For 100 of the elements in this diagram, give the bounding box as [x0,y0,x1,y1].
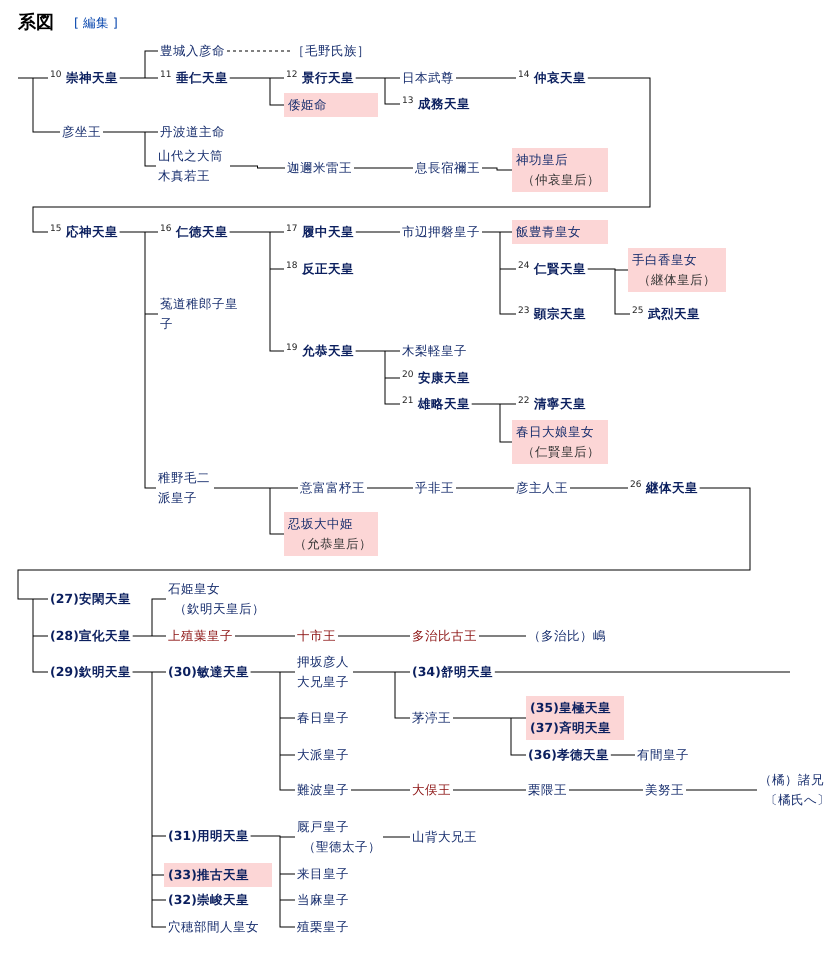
lineage-line [482,168,512,170]
person-name: 十市王 [295,626,338,646]
person-name: (37)斉明天皇 [530,719,612,737]
note-text: （欽明天皇后） [173,600,265,618]
person-name: $^{26}$ 継体天皇 [628,478,700,498]
person-name: $^{24}$ 仁賢天皇 [516,258,588,280]
person-name: 押坂彦人大兄皇子 [295,652,353,692]
person-name: $^{18}$ 反正天皇 [284,258,356,280]
highlight-box [512,420,608,464]
person-name: 木梨軽皇子 [400,341,469,361]
person-name: 春日皇子 [295,708,351,728]
note-text: 〔橘氏へ〕 [764,791,830,809]
person-name: 厩戸皇子 [297,818,350,836]
person-name: 来目皇子 [295,864,351,884]
diagram-title: 系図 [18,11,54,34]
lineage-line [250,836,296,928]
person-name: 茅渟王 [410,708,453,728]
highlight-box [284,512,378,556]
person-name: $^{21}$ 雄略天皇 [400,394,472,414]
person-name: 市辺押磐皇子 [400,222,482,242]
highlight-box [512,220,608,244]
person-name: 意富富杼王 [298,478,367,498]
person-name: 迦邇米雷王 [285,158,354,178]
person-name: 菟道稚郎子皇子 [158,294,246,334]
person-name: 彦主人王 [514,478,570,498]
person-name: $^{17}$ 履中天皇 [284,222,356,242]
person-name: 上殖葉皇子 [166,626,235,646]
lineage-line [229,78,284,106]
person-name: （橘）諸兄 [759,771,825,789]
person-name: 穴穂部間人皇女 [166,917,261,937]
note-text: （仲哀皇后） [521,171,601,189]
lineage-line [610,754,636,756]
person-name: 乎非王 [413,478,456,498]
highlight-box [512,148,608,192]
person-name: 忍坂大中姫 [288,515,354,533]
person-name: $^{25}$ 武烈天皇 [630,304,702,324]
person-name: $^{14}$ 仲哀天皇 [516,68,588,88]
lineage-line [119,232,156,488]
lineage-line [229,232,284,352]
note-text: （允恭皇后） [293,535,373,553]
person-name: 神功皇后 [516,151,569,169]
lineage-line [471,404,512,442]
lineage-line [587,268,630,314]
highlight-box [628,248,726,292]
person-name: $^{12}$ 景行天皇 [284,68,356,88]
person-name: （多治比）嶋 [526,626,608,646]
lineage-line [452,718,526,756]
person-name: 倭姫命 [288,96,328,114]
person-name: (36)孝徳天皇 [526,745,611,765]
person-name: (35)皇極天皇 [530,699,612,717]
lineage-line [250,672,296,790]
person-name: $^{16}$ 仁徳天皇 [158,222,230,242]
highlight-box [284,93,378,117]
person-name: 丹波道主命 [158,122,227,142]
lineage-line [230,166,286,168]
lineage-line [382,836,410,838]
person-name: (28)宣化天皇 [48,626,133,646]
person-name: 春日大娘皇女 [516,423,595,441]
person-name: 日本武尊 [400,68,456,88]
person-name: 殖栗皇子 [295,917,351,937]
person-name: (34)舒明天皇 [410,662,495,682]
person-name: 美努王 [643,780,686,800]
person-name: 当麻皇子 [295,890,351,910]
person-name: 栗隈王 [526,780,569,800]
person-name: 難波皇子 [295,780,351,800]
person-name: 大派皇子 [295,745,351,765]
person-name: 多治比古王 [410,626,479,646]
person-name: 大俣王 [410,780,453,800]
note-text: （仁賢皇后） [521,443,601,461]
person-name: $^{10}$ 崇神天皇 [48,68,120,88]
person-name: 豊城入彦命 [158,41,227,61]
note-text: （聖徳太子） [302,838,381,856]
person-name: 息長宿禰王 [413,158,482,178]
lineage-line [18,78,60,132]
edit-link: [ 編集 ] [74,15,118,32]
highlight-box [164,863,272,887]
person-name: $^{20}$ 安康天皇 [400,368,472,388]
person-name: $^{19}$ 允恭天皇 [284,340,356,362]
person-name: $^{22}$ 清寧天皇 [516,394,588,414]
person-name: (32)崇峻天皇 [166,890,251,910]
lineage-line [482,232,516,314]
person-name: 飯豊青皇女 [516,223,582,241]
dashed-line [226,50,290,52]
lineage-line [18,488,750,672]
person-name: $^{15}$ 応神天皇 [48,222,120,242]
person-name: $^{11}$ 垂仁天皇 [158,68,230,88]
person-name: (27)安閑天皇 [48,589,133,609]
lineage-line [102,132,156,166]
person-name: $^{13}$ 成務天皇 [400,94,472,114]
lineage-line [352,672,410,718]
person-name: (33)推古天皇 [168,866,250,884]
person-name: 山代之大筒木真若王 [156,146,230,186]
person-name: 山背大兄王 [410,827,479,847]
person-name: 有間皇子 [635,745,691,765]
lineage-line [32,78,650,232]
person-name: (31)用明天皇 [166,826,251,846]
lineage-line [214,488,284,534]
person-name: 石姫皇女 [168,580,221,598]
person-name: 彦坐王 [60,122,103,142]
person-name: 稚野毛二派皇子 [156,468,214,508]
